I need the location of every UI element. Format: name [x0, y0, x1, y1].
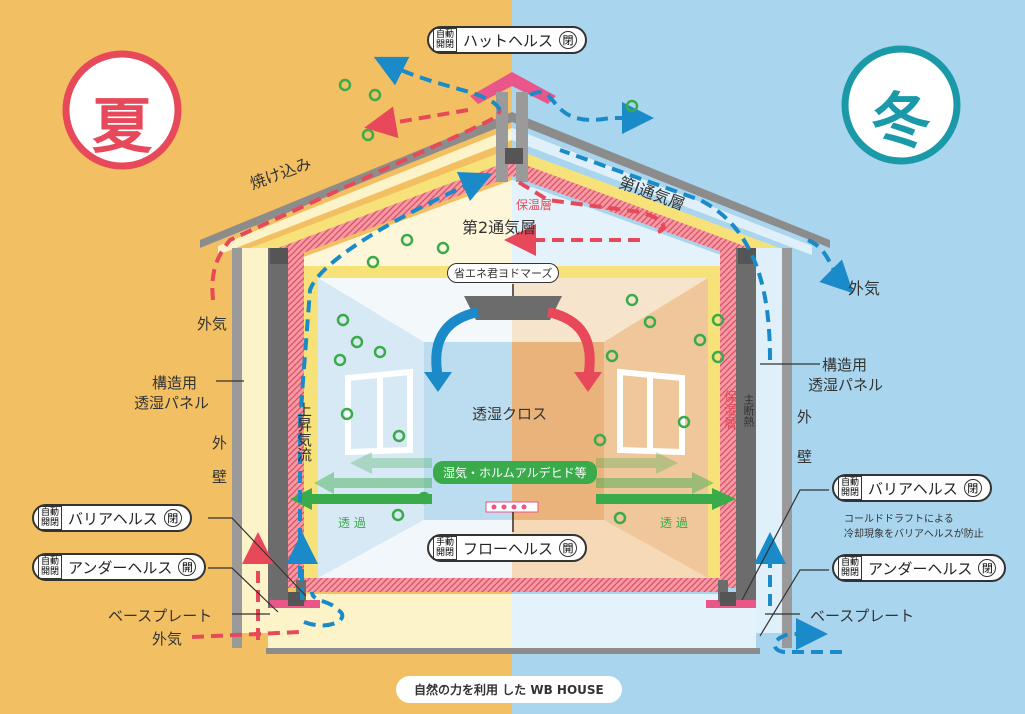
heat-retention-top-label: 保温層	[516, 198, 553, 212]
state-tag: 開	[559, 539, 578, 557]
panel-right-line2: 透湿パネル	[808, 376, 884, 394]
winter-badge	[841, 45, 961, 165]
rising-air-label: 上昇気流	[295, 402, 313, 462]
device-name: アンダーヘルス	[68, 558, 173, 577]
air-bubbles	[333, 78, 725, 525]
mode-tag: 自動 開閉	[838, 556, 863, 580]
state-tag: 開	[178, 558, 197, 576]
winter-season-label: 冬	[871, 87, 931, 157]
ceiling-fan	[464, 296, 562, 320]
heat-retention-label: 保湿層	[721, 390, 736, 429]
note-right-line2: 冷却現象をバリアヘルスが防止	[844, 529, 984, 540]
gas-label: 湿気・ホルムアルデヒド等	[433, 461, 597, 484]
outside-air-bottom-label: 外気	[152, 630, 183, 648]
panel-left-line2: 透湿パネル	[134, 394, 210, 412]
device-name: バリアヘルス	[868, 479, 958, 498]
panel-right-line1: 構造用	[822, 356, 868, 374]
summer-badge	[62, 50, 182, 170]
permeate-right-label: 透 過	[660, 516, 688, 530]
wall-left-1: 外	[212, 434, 228, 452]
second-vent-label: 第2通気層	[462, 218, 537, 237]
device-name: フローヘルス	[463, 539, 554, 558]
wall-left-2: 壁	[212, 468, 228, 486]
winter-airflow	[286, 56, 854, 654]
mode-tag: 自動 開閉	[38, 506, 63, 530]
baseplate-left-label: ベースプレート	[108, 607, 213, 625]
hat-health-device: 自動 開閉 ハットヘルス 閉	[427, 26, 588, 54]
state-tag: 閉	[978, 559, 997, 577]
state-tag: 閉	[559, 31, 578, 49]
summer-season-label: 夏	[92, 92, 152, 162]
mode-tag: 手動 開閉	[433, 536, 458, 560]
mode-tag: 自動 開閉	[838, 476, 863, 500]
note-right-line1: コールドドラフトによる	[844, 514, 954, 525]
main-insulation-label: 主断熱	[742, 394, 755, 427]
leader-lines	[208, 363, 829, 637]
moisture-flow	[290, 452, 736, 510]
state-tag: 閉	[963, 479, 982, 497]
wall-right-2: 壁	[797, 448, 813, 466]
hat-vent	[470, 72, 556, 182]
under-health-left: 自動 開閉 アンダーヘルス 開	[32, 553, 207, 581]
mode-tag: 自動 開閉	[38, 555, 63, 579]
under-health-right: 自動 開閉 アンダーヘルス 閉	[832, 554, 1007, 582]
barrier-health-left: 自動 開閉 バリアヘルス 閉	[32, 504, 192, 532]
baseplate-right-label: ベースプレート	[810, 607, 915, 625]
cloth-label: 透湿クロス	[472, 405, 548, 423]
ceiling-device-label: 省エネ君ヨドマーズ	[447, 263, 560, 283]
summer-airflow	[191, 106, 666, 640]
flow-health-device: 手動 開閉 フローヘルス 開	[427, 534, 588, 562]
window-right	[617, 368, 685, 456]
wall-right-1: 外	[797, 408, 813, 426]
mode-tag: 自動 開閉	[433, 28, 458, 52]
panel-left-line1: 構造用	[152, 374, 198, 392]
barrier-health-right: 自動 開閉 バリアヘルス 閉	[832, 474, 992, 502]
outside-air-left-label: 外気	[197, 315, 228, 333]
device-name: バリアヘルス	[68, 509, 158, 528]
permeate-left-label: 透 過	[338, 516, 366, 530]
state-tag: 閉	[163, 509, 182, 527]
device-name: ハットヘルス	[463, 31, 554, 50]
window-left	[345, 368, 413, 456]
device-name: アンダーヘルス	[868, 559, 973, 578]
footer-caption: 自然の力を利用 した WB HOUSE	[396, 676, 622, 703]
outside-air-right-label: 外気	[848, 279, 881, 298]
